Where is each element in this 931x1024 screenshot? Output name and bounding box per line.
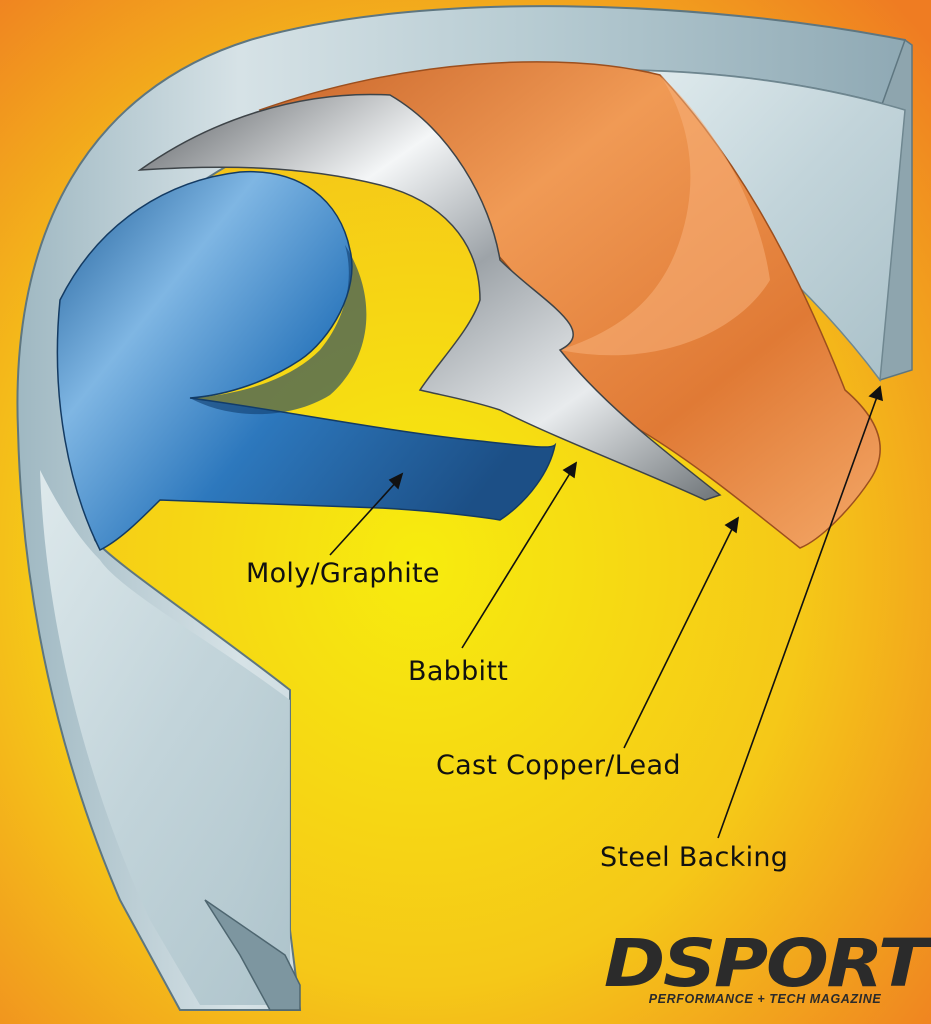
label-moly-graphite: Moly/Graphite <box>246 558 440 589</box>
leader-steel <box>717 385 883 839</box>
leader-copper <box>623 516 740 749</box>
label-cast-copper-lead: Cast Copper/Lead <box>436 750 681 781</box>
babbitt-layer <box>137 93 722 501</box>
logo-wordmark: DSPORT <box>603 925 928 1002</box>
moly-graphite-layer <box>56 170 557 552</box>
moly-graphite-curl <box>190 245 367 415</box>
dsport-logo: DSPORT PERFORMANCE + TECH MAGAZINE <box>604 931 928 1007</box>
leader-moly <box>329 472 404 556</box>
logo-tagline: PERFORMANCE + TECH MAGAZINE <box>648 992 882 1006</box>
label-steel-backing: Steel Backing <box>600 842 789 873</box>
locating-tab <box>204 899 301 1011</box>
copper-lead-curl <box>560 75 770 356</box>
steel-backing-lower <box>40 470 290 1005</box>
leader-babbitt <box>461 461 578 649</box>
label-babbitt: Babbitt <box>408 656 509 687</box>
